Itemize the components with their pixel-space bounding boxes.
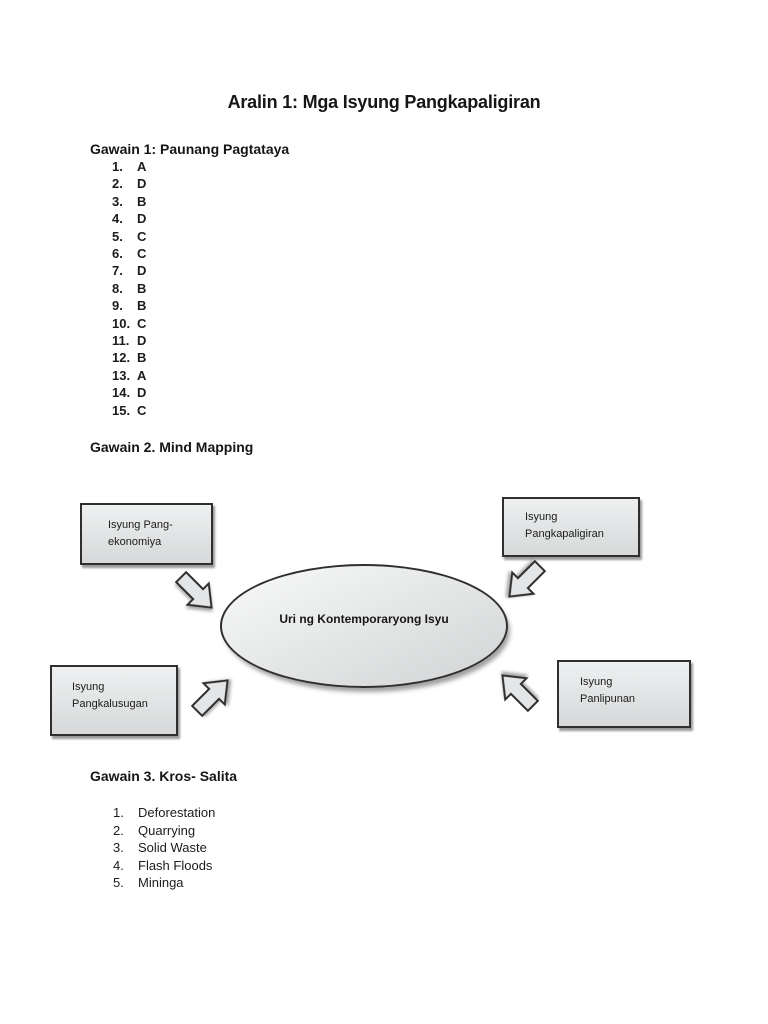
answer-row: 15. C xyxy=(112,402,146,419)
answer-number: 13. xyxy=(112,367,131,383)
word-value: Quarrying xyxy=(138,822,196,838)
mindmap-node-isyung-pang-ekonomiya: Isyung Pang- ekonomiya xyxy=(80,503,213,565)
arrow-down-left-icon xyxy=(508,559,547,598)
mindmap-center-label: Uri ng Kontemporaryong Isyu xyxy=(279,612,449,626)
gawain3-word-list: 1. Deforestation 2. Quarrying 3. Solid Wast… xyxy=(113,804,215,892)
answer-row: 3. B xyxy=(112,193,146,210)
node-label-line: Isyung Pang- xyxy=(108,519,173,531)
answer-letter: C xyxy=(137,228,147,244)
answer-number: 7. xyxy=(112,263,123,279)
answer-letter: D xyxy=(137,333,147,349)
word-value: Mininga xyxy=(138,875,184,891)
answer-letter: C xyxy=(137,402,147,418)
mindmap-node-isyung-pangkapaligiran: Isyung Pangkapaligiran xyxy=(502,497,640,557)
answer-letter: C xyxy=(137,246,147,262)
word-number: 3. xyxy=(113,840,124,856)
word-value: Deforestation xyxy=(138,805,216,820)
answer-row: 8. B xyxy=(112,280,146,297)
word-number: 4. xyxy=(113,857,124,873)
answer-letter: D xyxy=(137,263,147,279)
answer-row: 9. B xyxy=(112,297,146,314)
answer-row: 11. D xyxy=(112,332,146,349)
answer-number: 10. xyxy=(112,315,131,331)
answer-row: 12. B xyxy=(112,349,146,366)
answer-row: 5. C xyxy=(112,228,146,245)
answer-number: 4. xyxy=(112,211,123,227)
answer-number: 14. xyxy=(112,385,131,401)
node-label-line: Isyung xyxy=(580,676,613,688)
answer-letter: B xyxy=(137,280,147,296)
node-label-line: Isyung xyxy=(72,681,105,693)
answer-number: 8. xyxy=(112,280,123,296)
answer-number: 9. xyxy=(112,298,123,314)
answer-row: 6. C xyxy=(112,245,146,262)
node-label-line: Isyung xyxy=(525,511,558,523)
answer-row: 2. D xyxy=(112,175,146,192)
mindmap-center-ellipse: Uri ng Kontemporaryong Isyu xyxy=(220,564,508,688)
answer-letter: C xyxy=(137,315,147,331)
answer-letter: B xyxy=(137,350,147,366)
gawain1-heading: Gawain 1: Paunang Pagtataya xyxy=(90,141,290,157)
answer-letter: A xyxy=(137,367,147,383)
word-row: 2. Quarrying xyxy=(113,822,215,840)
answer-row: 14. D xyxy=(112,384,146,401)
answer-letter: B xyxy=(137,298,147,314)
answer-number: 1. xyxy=(112,159,123,174)
word-value: Solid Waste xyxy=(138,840,207,856)
node-label-line: ekonomiya xyxy=(108,536,162,548)
answer-number: 2. xyxy=(112,176,123,192)
word-number: 5. xyxy=(113,875,124,891)
node-label-line: Pangkapaligiran xyxy=(525,528,604,540)
arrow-up-right-icon xyxy=(190,679,229,718)
answer-number: 11. xyxy=(112,333,130,349)
node-label-line: Panlipunan xyxy=(580,693,636,705)
answer-letter: D xyxy=(137,176,147,192)
answer-letter: D xyxy=(137,385,147,401)
word-row: 3. Solid Waste xyxy=(113,839,215,857)
word-row: 4. Flash Floods xyxy=(113,857,215,875)
answer-row: 7. D xyxy=(112,262,146,279)
word-number: 1. xyxy=(113,805,124,820)
word-row: 5. Mininga xyxy=(113,874,215,892)
word-value: Flash Floods xyxy=(138,857,213,873)
answer-letter: A xyxy=(137,159,147,174)
word-row: 1. Deforestation xyxy=(113,804,215,822)
gawain3-heading: Gawain 3. Kros- Salita xyxy=(90,768,238,784)
gawain1-answer-list: 1. A 2. D 3. B 4. D 5. C 6. C 7. D 8. B 9. B 10. C… xyxy=(112,158,146,419)
answer-row: 13. A xyxy=(112,367,146,384)
answer-row: 10. C xyxy=(112,315,146,332)
answer-number: 3. xyxy=(112,193,123,209)
mindmap-node-isyung-pangkalusugan: Isyung Pangkalusugan xyxy=(50,665,178,736)
node-label-line: Pangkalusugan xyxy=(72,698,148,710)
answer-letter: B xyxy=(137,193,147,209)
word-number: 2. xyxy=(113,822,124,838)
answer-number: 6. xyxy=(112,246,123,262)
document-title: Aralin 1: Mga Isyung Pangkapaligiran xyxy=(227,92,541,112)
answer-number: 15. xyxy=(112,402,131,418)
mindmap-node-isyung-panlipunan: Isyung Panlipunan xyxy=(557,660,691,728)
answer-number: 12. xyxy=(112,350,131,366)
gawain2-heading: Gawain 2. Mind Mapping xyxy=(90,439,254,455)
arrow-down-right-icon xyxy=(174,570,213,609)
answer-number: 5. xyxy=(112,228,123,244)
answer-letter: D xyxy=(137,211,147,227)
answer-row: 1. A xyxy=(112,158,146,175)
arrow-up-left-icon xyxy=(501,674,540,713)
answer-row: 4. D xyxy=(112,210,146,227)
